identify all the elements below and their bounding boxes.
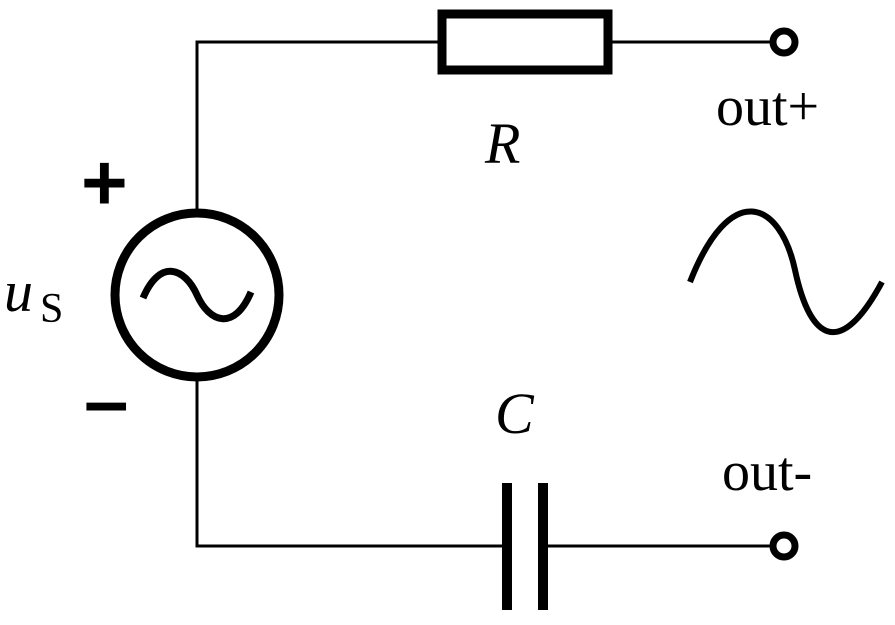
sine-wave-icon (687, 208, 885, 336)
ac-source-circle (110, 208, 284, 382)
plus-sign: + (81, 138, 128, 227)
out-minus-terminal[interactable] (769, 531, 799, 561)
out-minus-label: out- (722, 441, 812, 503)
minus-sign: – (84, 356, 129, 445)
source-label-sub: S (40, 286, 63, 332)
top-left-wire (195, 40, 440, 210)
source-label-main: u (4, 259, 33, 324)
capacitor-label: C (495, 381, 535, 446)
ac-source-tilde-icon (139, 267, 255, 323)
out-plus-label: out+ (716, 76, 819, 138)
resistor-label: R (484, 111, 520, 176)
out-plus-terminal[interactable] (769, 27, 799, 57)
resistor-body (437, 9, 613, 75)
bottom-left-wire (195, 380, 505, 548)
